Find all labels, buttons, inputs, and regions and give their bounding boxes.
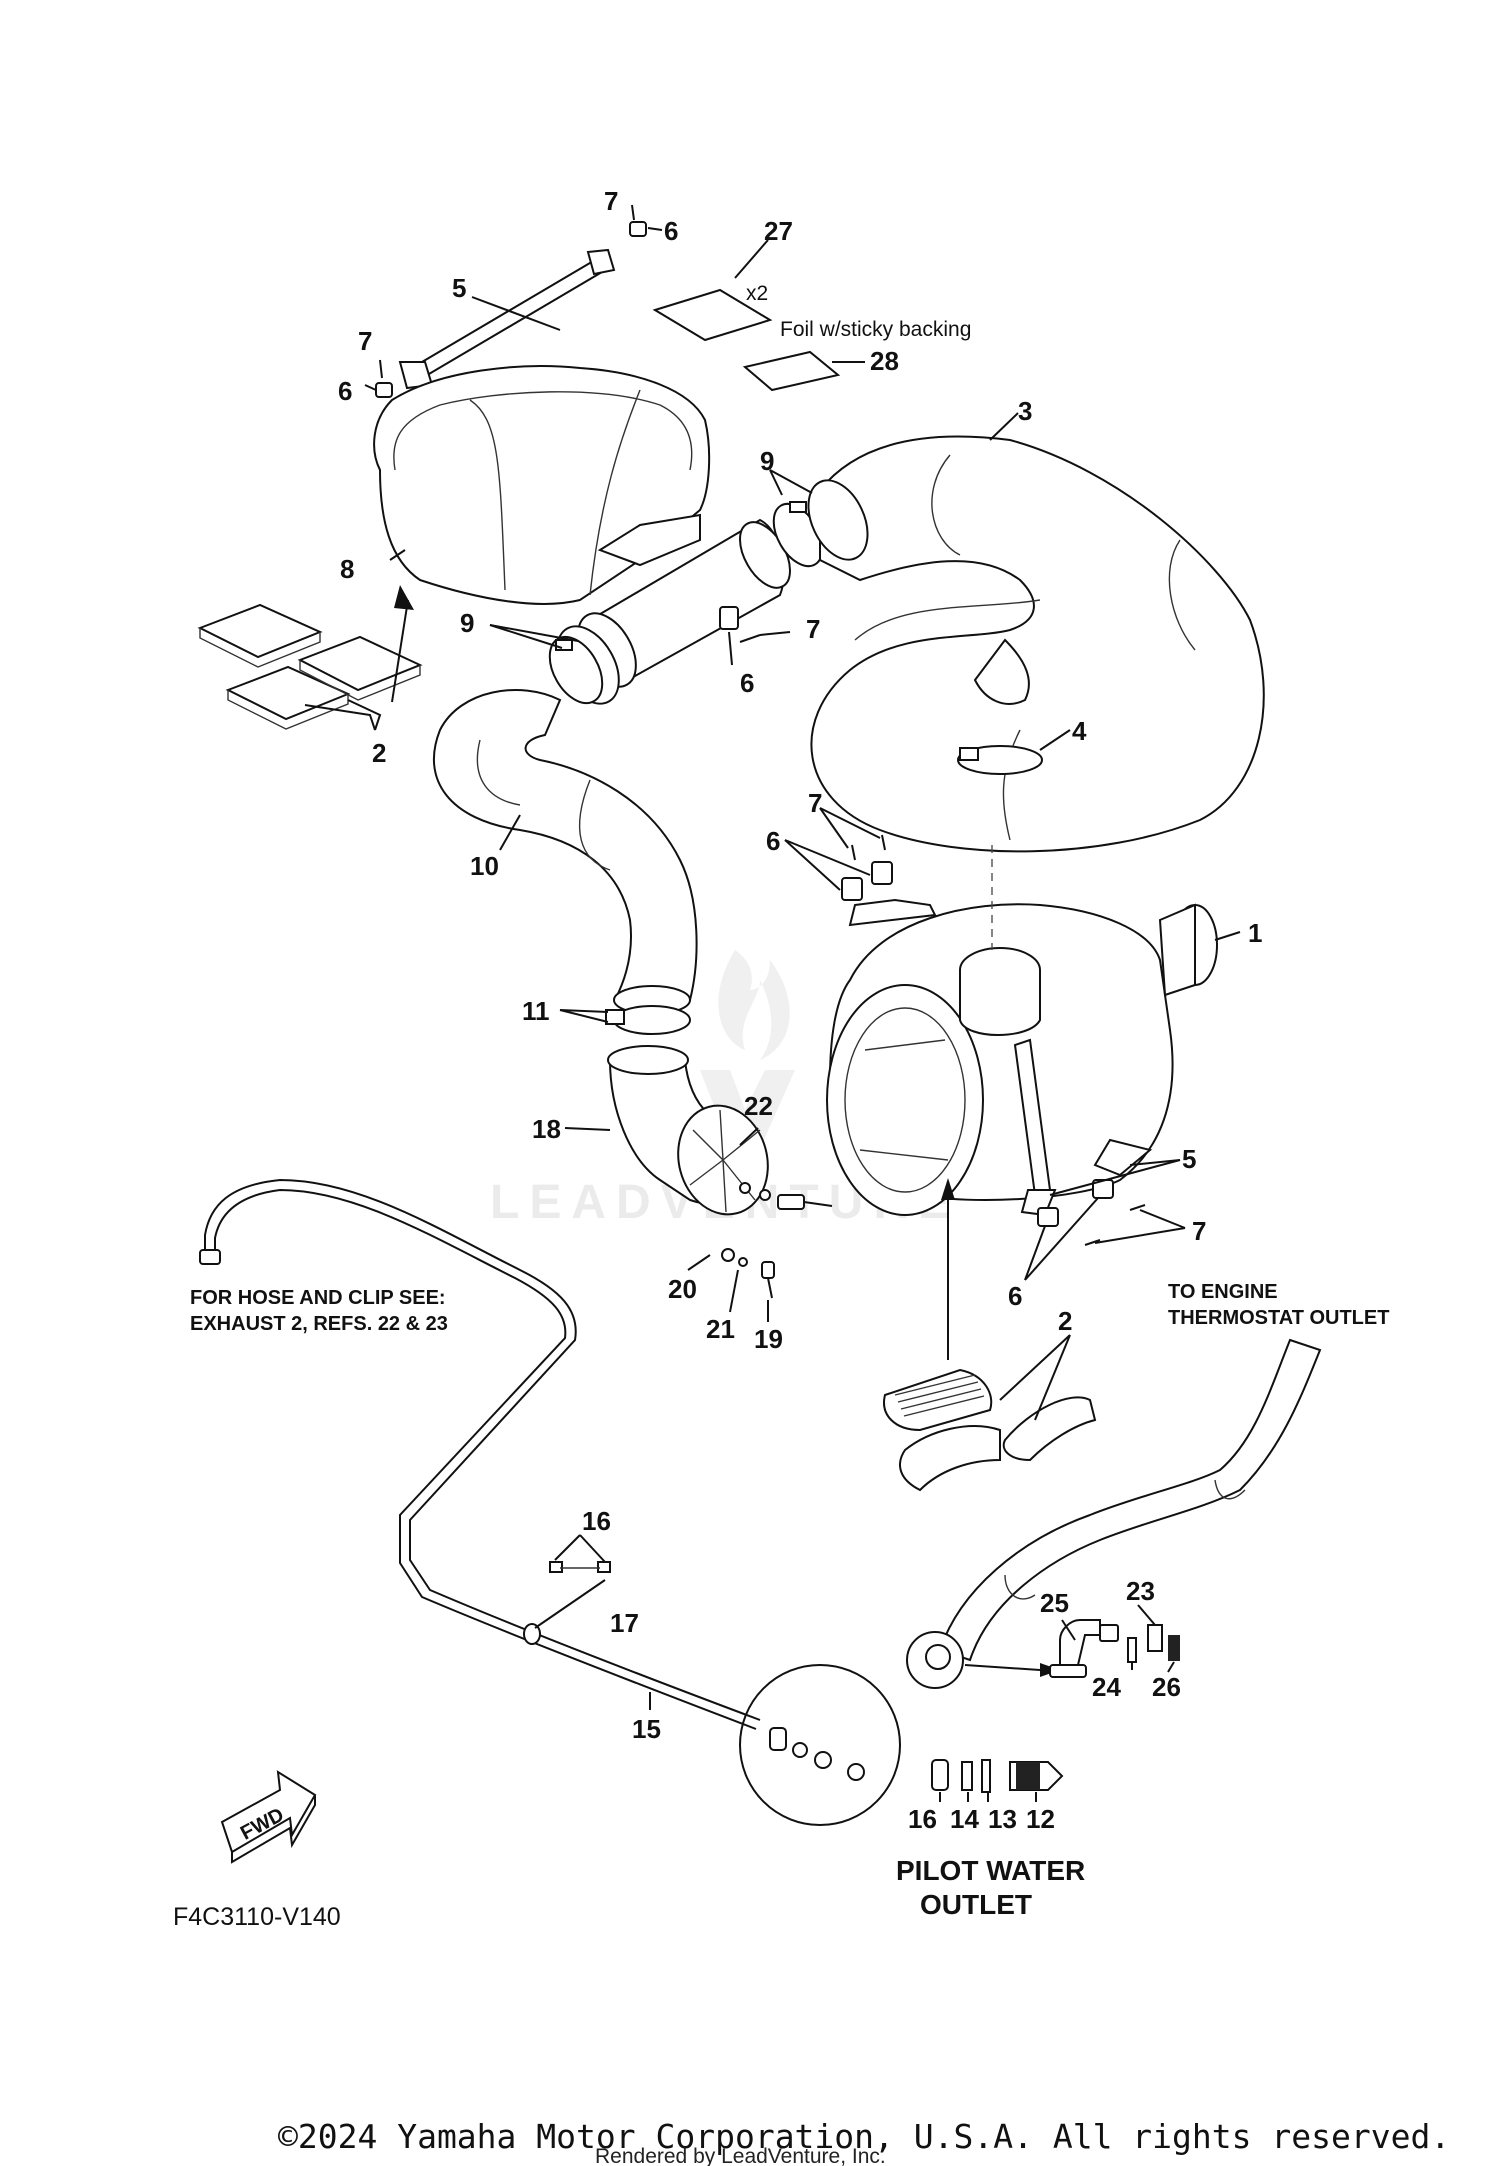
label-9-left: 9 bbox=[460, 608, 474, 638]
pilot-outlet-parts bbox=[931, 1759, 1064, 1793]
label-5-right: 5 bbox=[1182, 1144, 1196, 1174]
note-engine-line2: THERMOSTAT OUTLET bbox=[1168, 1307, 1389, 1329]
bracket-mid bbox=[719, 606, 739, 630]
water-tube-left bbox=[199, 1178, 761, 1730]
foil-sheet-28 bbox=[742, 350, 841, 392]
note-pilot-line1: PILOT WATER bbox=[896, 1855, 1085, 1886]
part-number-labels: 1 2 2 3 4 5 5 6 6 6 6 6 7 7 7 7 7 8 9 9 … bbox=[338, 186, 1262, 1834]
label-21: 21 bbox=[706, 1314, 735, 1344]
foil-sheet-27 bbox=[652, 288, 773, 342]
label-9-top: 9 bbox=[760, 446, 774, 476]
label-3: 3 bbox=[1018, 396, 1032, 426]
main-muffler-1 bbox=[826, 903, 1218, 1216]
strap-top bbox=[398, 248, 616, 390]
label-6-upper-right: 6 bbox=[766, 826, 780, 856]
label-6-lower-right: 6 bbox=[1008, 1281, 1022, 1311]
label-16-bottom: 16 bbox=[908, 1804, 937, 1834]
label-5-top: 5 bbox=[452, 273, 466, 303]
fwd-arrow-icon: FWD bbox=[220, 1770, 317, 1864]
label-19: 19 bbox=[754, 1324, 783, 1354]
label-6-mid: 6 bbox=[740, 668, 754, 698]
label-23: 23 bbox=[1126, 1576, 1155, 1606]
label-22: 22 bbox=[744, 1091, 773, 1121]
label-6-top: 6 bbox=[664, 216, 678, 246]
label-16-mid: 16 bbox=[582, 1506, 611, 1536]
label-7-left: 7 bbox=[358, 326, 372, 356]
label-14: 14 bbox=[950, 1804, 979, 1834]
label-15: 15 bbox=[632, 1714, 661, 1744]
label-27: 27 bbox=[764, 216, 793, 246]
elbow-18 bbox=[607, 1045, 769, 1216]
label-8: 8 bbox=[340, 554, 354, 584]
strap-lower bbox=[1013, 1038, 1153, 1217]
note-hose-line2: EXHAUST 2, REFS. 22 & 23 bbox=[190, 1313, 448, 1335]
pads-bottom bbox=[883, 1368, 1097, 1492]
label-17: 17 bbox=[610, 1608, 639, 1638]
note-foil: Foil w/sticky backing bbox=[780, 318, 971, 341]
leader-lines bbox=[364, 227, 1241, 1802]
note-engine-line1: TO ENGINE bbox=[1168, 1281, 1278, 1303]
label-24: 24 bbox=[1092, 1672, 1121, 1702]
label-1: 1 bbox=[1248, 918, 1262, 948]
thermostat-hose bbox=[906, 1338, 1322, 1689]
fittings-16-17-mid bbox=[549, 1561, 611, 1573]
label-26: 26 bbox=[1152, 1672, 1181, 1702]
fastener-top-left bbox=[375, 359, 393, 398]
label-13: 13 bbox=[988, 1804, 1017, 1834]
label-7-mid: 7 bbox=[806, 614, 820, 644]
label-2-left: 2 bbox=[372, 738, 386, 768]
label-7-upper-right: 7 bbox=[808, 788, 822, 818]
note-x2: x2 bbox=[746, 282, 768, 305]
note-pilot-line2: OUTLET bbox=[920, 1889, 1032, 1920]
brackets-upper-right bbox=[841, 834, 937, 927]
muffler-box bbox=[373, 365, 711, 605]
label-6-left: 6 bbox=[338, 376, 352, 406]
label-28: 28 bbox=[870, 346, 899, 376]
clamp-9-left bbox=[548, 635, 604, 705]
label-25: 25 bbox=[1040, 1588, 1069, 1618]
label-7-top: 7 bbox=[604, 186, 618, 216]
bolt-set bbox=[721, 1182, 833, 1299]
elbow-fittings-23-26 bbox=[1049, 1619, 1180, 1678]
label-20: 20 bbox=[668, 1274, 697, 1304]
label-4: 4 bbox=[1072, 716, 1087, 746]
note-hose-line1: FOR HOSE AND CLIP SEE: bbox=[190, 1287, 446, 1309]
clamp-11 bbox=[605, 1005, 691, 1035]
copyright-text: ©2024 Yamaha Motor Corporation, U.S.A. A… bbox=[278, 2117, 1450, 2156]
fastener-top-right bbox=[629, 204, 647, 237]
label-7-lower-right: 7 bbox=[1192, 1216, 1206, 1246]
label-2-bottom: 2 bbox=[1058, 1306, 1072, 1336]
pilot-outlet-detail bbox=[739, 1664, 901, 1826]
label-12: 12 bbox=[1026, 1804, 1055, 1834]
label-18: 18 bbox=[532, 1114, 561, 1144]
label-11: 11 bbox=[522, 996, 550, 1026]
label-10: 10 bbox=[470, 851, 499, 881]
diagram-code: F4C3110-V140 bbox=[173, 1903, 341, 1931]
rendered-by-text: Rendered by LeadVenture, Inc. bbox=[595, 2145, 886, 2166]
pads-left bbox=[197, 603, 423, 730]
hose-3 bbox=[807, 435, 1265, 853]
